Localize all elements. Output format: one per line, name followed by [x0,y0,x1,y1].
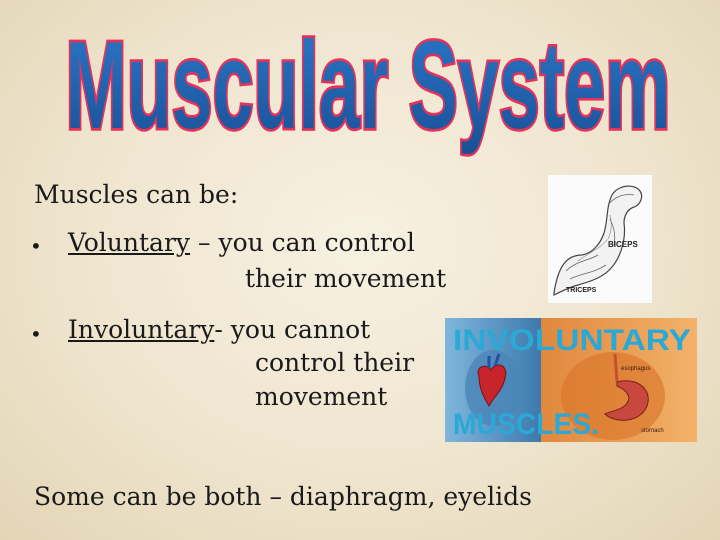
arm-muscle-image: BICEPS TRICEPS [548,175,652,303]
slide-title: Muscular System [0,14,720,160]
bullet-voluntary-line2: their movement [245,264,447,293]
voluntary-term: Voluntary [68,228,191,257]
involuntary-term: Involuntary [68,315,215,344]
title-text: Muscular System [65,30,670,155]
esophagus-label: esophagus [621,366,650,372]
intro-text: Muscles can be: [34,180,239,209]
bullet-involuntary-line2: control their [255,348,415,377]
bullet-marker: • [30,234,42,258]
involuntary-heading: INVOLUNTARY [453,324,691,357]
stomach-label: stomach [641,428,664,434]
involuntary-muscles-image: INVOLUNTARY MUSCLES. esophagus stomach [445,318,697,442]
bullet-involuntary-line3: movement [255,382,388,411]
bullet-involuntary-line1: Involuntary- you cannot [68,315,370,345]
footer-text: Some can be both – diaphragm, eyelids [34,482,532,511]
biceps-label: BICEPS [608,240,638,249]
bullet-marker: • [30,322,42,346]
triceps-label: TRICEPS [566,287,597,294]
muscles-heading: MUSCLES. [453,408,599,441]
involuntary-desc: - you cannot [214,315,371,344]
voluntary-desc: – you can control [190,228,415,257]
bullet-voluntary-line1: Voluntary – you can control [68,228,415,258]
